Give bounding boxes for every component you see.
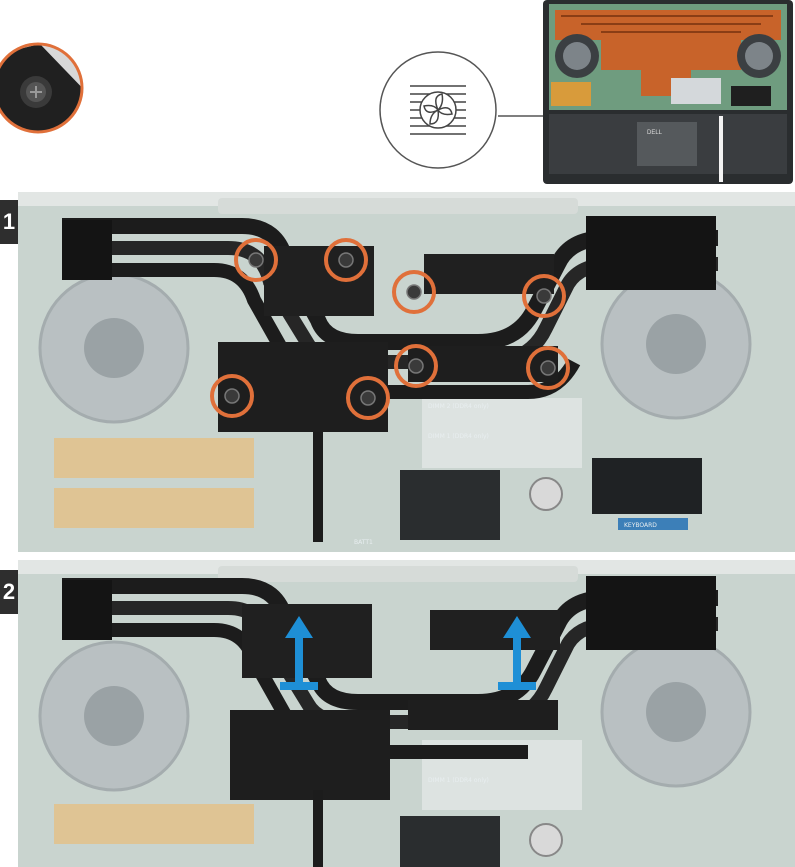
dimm1-label: DIMM 1 (DDR4 only): [428, 433, 489, 440]
screw-8: [346, 376, 390, 420]
dimm1-label-2: DIMM 1 (DDR4 only): [428, 777, 489, 784]
screw-5: [394, 344, 438, 388]
fan-heatsink-icon: [410, 85, 466, 135]
laptop-overview-image: DELL: [541, 0, 795, 184]
heat-sink-lifted: [62, 576, 718, 867]
step-1-badge: 1: [0, 200, 18, 244]
lift-arrow-icon: [498, 616, 536, 690]
keyboard-label: KEYBOARD: [624, 522, 657, 529]
step-2-badge: 2: [0, 570, 18, 614]
step-2-panel: DIMM 2 (DDR4 only) DIMM 1 (DDR4 only): [18, 560, 795, 867]
batt-label: BATT1: [354, 539, 373, 546]
screw-callout: [0, 36, 86, 144]
battery-brand-label: DELL: [647, 130, 663, 136]
lift-arrow-icon: [280, 616, 318, 690]
screw-3: [392, 270, 436, 314]
step-1-panel: DIMM 2 (DDR4 only) DIMM 1 (DDR4 only) KE…: [18, 192, 795, 552]
screw-7: [210, 374, 254, 418]
dimm2-label: DIMM 2 (DDR4 only): [428, 403, 489, 410]
screw-callout-icon: [0, 42, 84, 134]
heat-sink: [62, 216, 718, 542]
screw-2: [324, 238, 368, 282]
screw-1: [234, 238, 278, 282]
component-callout: [370, 50, 550, 170]
screw-6: [526, 346, 570, 390]
screw-4: [522, 274, 566, 318]
